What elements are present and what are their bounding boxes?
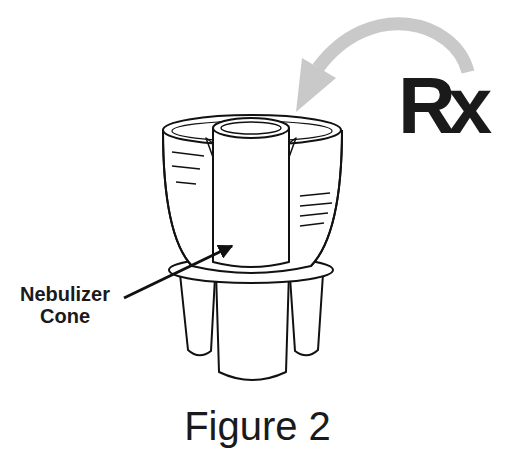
nebulizer-cup bbox=[163, 115, 342, 380]
left-leg bbox=[180, 274, 215, 355]
figure-caption: Figure 2 bbox=[4, 404, 507, 448]
part-label: Nebulizer Cone bbox=[8, 283, 122, 327]
nebulizer-cone bbox=[213, 128, 289, 267]
rx-symbol: Rx bbox=[398, 62, 484, 150]
middle-leg bbox=[216, 272, 289, 380]
right-leg bbox=[290, 274, 323, 355]
cone-top bbox=[213, 118, 289, 138]
leader-arrow bbox=[124, 246, 232, 298]
